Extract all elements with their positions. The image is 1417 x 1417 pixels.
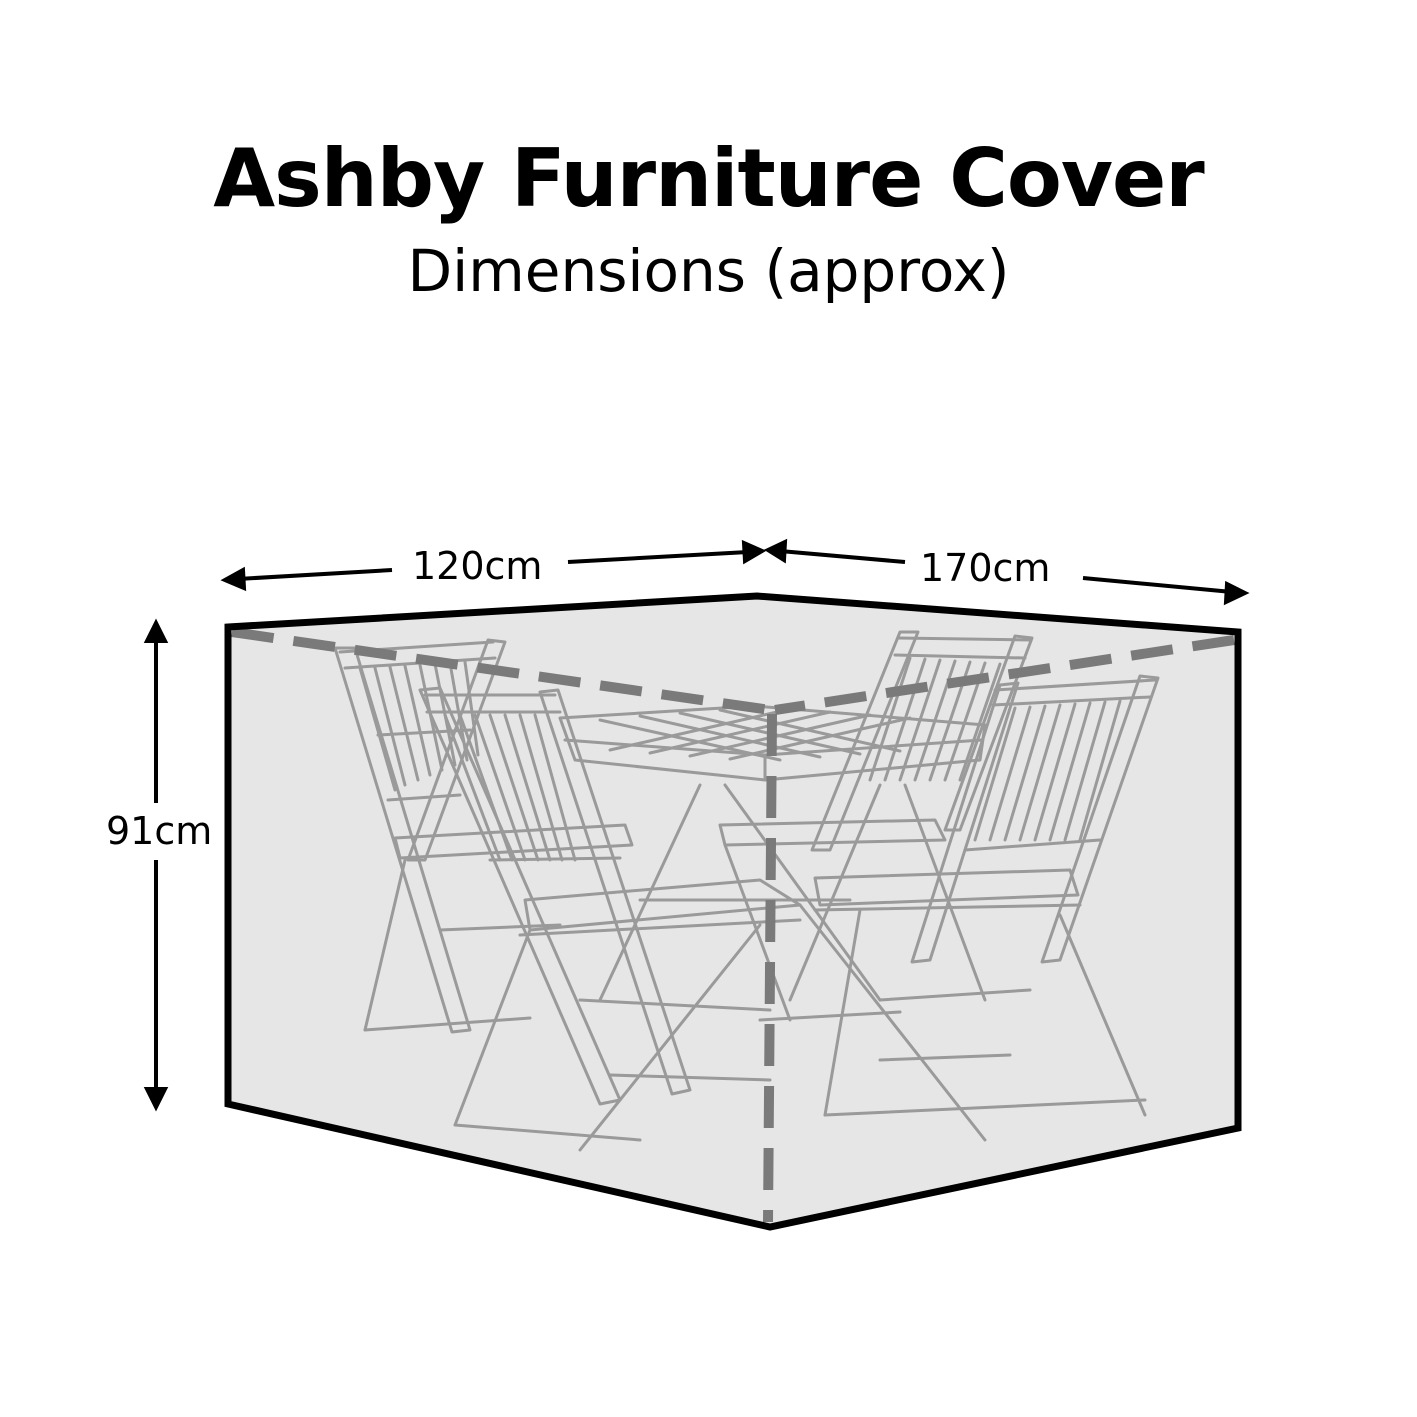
height-arrowhead-bottom bbox=[143, 1087, 169, 1112]
length-arrowhead-right bbox=[1223, 580, 1250, 606]
dashed-edges bbox=[231, 627, 1235, 1223]
width-label: 120cm bbox=[412, 544, 543, 588]
page-subtitle: Dimensions (approx) bbox=[407, 237, 1010, 305]
cover-outline bbox=[224, 592, 1242, 1231]
length-arrowhead-left bbox=[763, 538, 788, 564]
length-arrow-left bbox=[779, 549, 906, 564]
table-icon bbox=[558, 704, 987, 1002]
width-arrow-left bbox=[237, 568, 393, 581]
height-arrowhead-top bbox=[143, 618, 169, 643]
page-title: Ashby Furniture Cover bbox=[213, 132, 1204, 225]
length-label: 170cm bbox=[920, 546, 1051, 590]
dashed-edge-left bbox=[231, 627, 771, 715]
length-arrow-right bbox=[1082, 576, 1233, 594]
width-arrowhead-left bbox=[220, 566, 247, 592]
chair-front-left-icon bbox=[418, 686, 802, 1152]
dashed-edge-right bbox=[774, 635, 1235, 715]
dimension-arrows bbox=[143, 538, 1250, 1112]
width-arrow-right bbox=[567, 550, 749, 564]
dashed-edge-vertical bbox=[763, 713, 777, 1223]
chair-back-right-icon bbox=[718, 630, 1034, 1022]
chair-front-right-icon bbox=[798, 674, 1160, 1142]
width-arrowhead-right bbox=[741, 539, 767, 565]
height-label: 91cm bbox=[106, 809, 213, 853]
